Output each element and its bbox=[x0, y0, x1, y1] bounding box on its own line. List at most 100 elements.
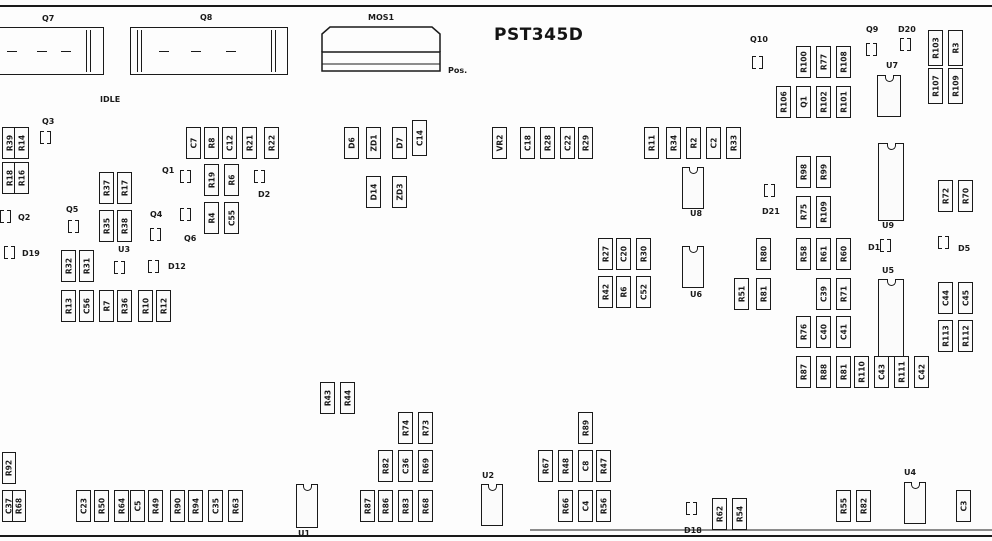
component-label: R75 bbox=[798, 203, 808, 221]
ic-u5 bbox=[878, 279, 904, 357]
component-label: R55 bbox=[838, 497, 848, 515]
component-r17: R17 bbox=[117, 172, 132, 204]
component-r34: R34 bbox=[666, 127, 681, 159]
component-label: R111 bbox=[896, 361, 906, 383]
component-r49: R49 bbox=[148, 490, 163, 522]
component-r72: R72 bbox=[938, 180, 953, 212]
component-r98: R98 bbox=[796, 156, 811, 188]
component-label: R44 bbox=[342, 389, 352, 407]
component-vr2: VR2 bbox=[492, 127, 507, 159]
component-r31: R31 bbox=[79, 250, 94, 282]
component-r89: R89 bbox=[578, 412, 593, 444]
diode-d2 bbox=[254, 170, 265, 183]
component-r27: R27 bbox=[598, 238, 613, 270]
component-c40: C40 bbox=[816, 316, 831, 348]
component-r110: R110 bbox=[854, 356, 869, 388]
ic-u6 bbox=[682, 246, 704, 288]
ic-u9 bbox=[878, 143, 904, 221]
component-label: R63 bbox=[230, 497, 240, 515]
component-r30: R30 bbox=[636, 238, 651, 270]
component-label: R56 bbox=[598, 497, 608, 515]
component-label: R14 bbox=[16, 134, 26, 152]
component-c44: C44 bbox=[938, 282, 953, 314]
transistor-q5 bbox=[68, 220, 79, 233]
label-pos: Pos. bbox=[448, 66, 468, 75]
label-d21: D21 bbox=[762, 207, 780, 216]
component-label: ZD3 bbox=[394, 183, 404, 201]
component-label: C41 bbox=[838, 324, 848, 340]
component-r71: R71 bbox=[836, 278, 851, 310]
component-r54: R54 bbox=[732, 498, 747, 530]
component-r99: R99 bbox=[816, 156, 831, 188]
component-r61: R61 bbox=[816, 238, 831, 270]
component-r94: R94 bbox=[188, 490, 203, 522]
component-label: R33 bbox=[728, 134, 738, 152]
component-label: C52 bbox=[638, 284, 648, 300]
component-label: C43 bbox=[876, 364, 886, 380]
component-r28: R28 bbox=[540, 127, 555, 159]
transistor-q3 bbox=[40, 131, 51, 144]
component-r14: R14 bbox=[14, 127, 29, 159]
label-q6: Q6 bbox=[184, 234, 197, 243]
component-r103: R103 bbox=[928, 30, 943, 66]
component-label: R71 bbox=[838, 285, 848, 303]
component-r67: R67 bbox=[538, 450, 553, 482]
component-c3: C3 bbox=[956, 490, 971, 522]
component-d14: D14 bbox=[366, 176, 381, 208]
component-label: R112 bbox=[960, 325, 970, 347]
component-label: R61 bbox=[818, 245, 828, 263]
component-r48: R48 bbox=[558, 450, 573, 482]
component-r6: R6 bbox=[616, 276, 631, 308]
label-q8: Q8 bbox=[200, 13, 213, 22]
component-r113: R113 bbox=[938, 320, 953, 352]
component-r87: R87 bbox=[360, 490, 375, 522]
component-label: R16 bbox=[16, 169, 26, 187]
component-label: C18 bbox=[522, 135, 532, 151]
component-r22: R22 bbox=[264, 127, 279, 159]
component-r83: R83 bbox=[398, 490, 413, 522]
component-label: R19 bbox=[206, 171, 216, 189]
component-label: R12 bbox=[158, 297, 168, 315]
label-q10: Q10 bbox=[750, 35, 768, 44]
component-label: R21 bbox=[244, 134, 254, 152]
component-r33: R33 bbox=[726, 127, 741, 159]
component-label: R80 bbox=[758, 245, 768, 263]
label-q3: Q3 bbox=[42, 117, 55, 126]
label-u2: U2 bbox=[482, 471, 495, 480]
component-label: R82 bbox=[380, 457, 390, 475]
component-r3: R3 bbox=[948, 30, 963, 66]
component-c45: C45 bbox=[958, 282, 973, 314]
component-label: R54 bbox=[734, 505, 744, 523]
component-label: R8 bbox=[206, 137, 216, 149]
component-label: C44 bbox=[940, 290, 950, 306]
component-label: R30 bbox=[638, 245, 648, 263]
board-title: PST345D bbox=[494, 25, 584, 45]
component-r62: R62 bbox=[712, 498, 727, 530]
component-label: R64 bbox=[116, 497, 126, 515]
component-label: R98 bbox=[798, 163, 808, 181]
component-label: R68 bbox=[14, 497, 24, 515]
component-r36: R36 bbox=[117, 290, 132, 322]
label-d18: D18 bbox=[684, 526, 702, 535]
component-label: R101 bbox=[838, 91, 848, 113]
component-r102: R102 bbox=[816, 86, 831, 118]
component-label: C42 bbox=[916, 364, 926, 380]
component-label: R73 bbox=[420, 419, 430, 437]
component-r101: R101 bbox=[836, 86, 851, 118]
component-label: C3 bbox=[958, 500, 968, 512]
component-label: R58 bbox=[798, 245, 808, 263]
label-d2: D2 bbox=[258, 190, 271, 199]
component-r107: R107 bbox=[928, 68, 943, 104]
ic-u7 bbox=[877, 75, 901, 117]
component-c7: C7 bbox=[186, 127, 201, 159]
component-label: R70 bbox=[960, 187, 970, 205]
component-label: C39 bbox=[818, 286, 828, 302]
label-mos1: MOS1 bbox=[368, 13, 395, 22]
component-r108: R108 bbox=[836, 46, 851, 78]
component-label: R43 bbox=[322, 389, 332, 407]
component-label: R11 bbox=[646, 134, 656, 152]
component-label: R103 bbox=[930, 37, 940, 59]
component-r38: R38 bbox=[117, 210, 132, 242]
component-label: R66 bbox=[560, 497, 570, 515]
component-label: R37 bbox=[101, 179, 111, 197]
